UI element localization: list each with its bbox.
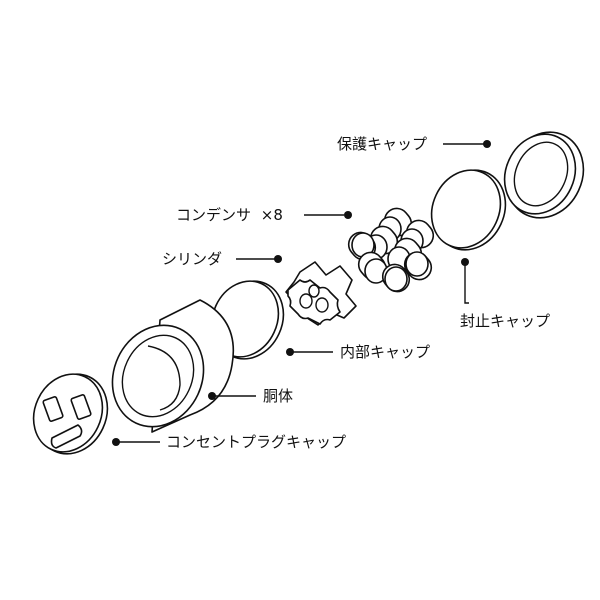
- leader-dot: [112, 438, 120, 446]
- protective-cap-part: [503, 131, 585, 219]
- label-capacitor-count: ×8: [261, 206, 283, 224]
- leader-dot: [344, 211, 352, 219]
- cylinder-part: [285, 261, 357, 326]
- leader-protective-cap: [443, 140, 491, 148]
- label-body: 胴体: [263, 387, 293, 405]
- label-cylinder: シリンダ: [162, 250, 222, 268]
- leader-dot: [274, 255, 282, 263]
- leader-sealing-cap: [461, 258, 469, 304]
- leader-capacitor: [304, 211, 352, 219]
- outlet-plug-cap-part: [32, 373, 109, 455]
- leader-dot: [286, 348, 294, 356]
- leader-dot: [461, 258, 469, 266]
- leader-cylinder: [236, 255, 282, 263]
- capacitor-cell: [357, 251, 388, 284]
- sealing-cap-part: [430, 169, 507, 251]
- leader-inner-cap: [286, 348, 333, 356]
- label-protective-cap: 保護キャップ: [337, 135, 427, 153]
- label-capacitor-name: コンデンサ: [176, 206, 251, 224]
- leader-dot: [208, 392, 216, 400]
- capacitor-cell: [381, 263, 411, 293]
- label-sealing-cap: 封止キャップ: [460, 312, 550, 330]
- label-outlet-plug-cap: コンセントプラグキャップ: [166, 433, 346, 451]
- label-inner-cap: 内部キャップ: [340, 343, 430, 361]
- capacitor-bundle-part: [347, 207, 435, 293]
- leader-dot: [483, 140, 491, 148]
- label-capacitor: コンデンサ ×8: [176, 206, 283, 224]
- leader-outlet-plug-cap: [112, 438, 160, 446]
- leader-body: [208, 392, 256, 400]
- body-part: [111, 299, 235, 433]
- capacitor-cell: [403, 251, 433, 281]
